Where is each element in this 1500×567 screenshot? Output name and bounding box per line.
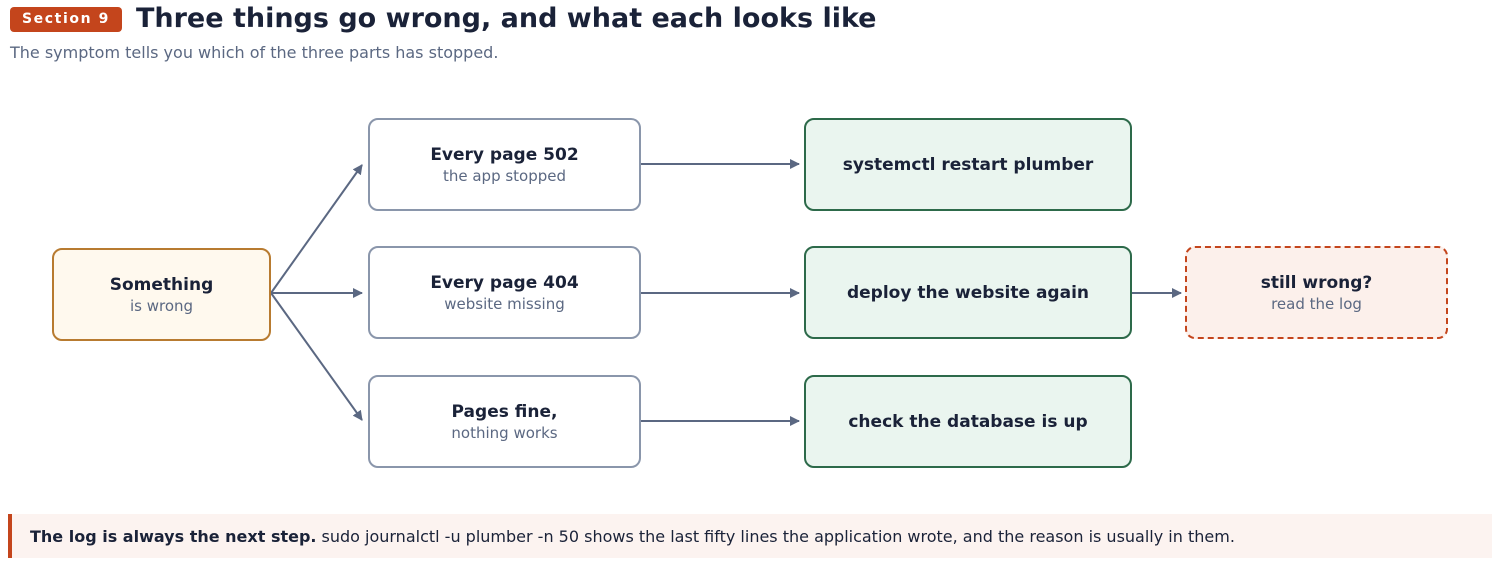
- action-node-database: check the database is up: [804, 375, 1132, 468]
- callout-lead: The log is always the next step.: [30, 526, 317, 546]
- symptom-subtitle: the app stopped: [442, 166, 567, 185]
- page-title: Three things go wrong, and what each loo…: [135, 3, 877, 34]
- section-badge: Section 9: [10, 6, 122, 32]
- symptom-node-404: Every page 404 website missing: [368, 246, 641, 339]
- symptom-node-502: Every page 502 the app stopped: [368, 118, 641, 211]
- section-header: Section 9 Three things go wrong, and wha…: [10, 4, 877, 34]
- action-label: systemctl restart plumber: [842, 154, 1094, 175]
- fallback-node: still wrong? read the log: [1185, 246, 1448, 339]
- symptom-title: Every page 404: [430, 272, 579, 293]
- arrow-start-to-pages-fine: [270, 292, 363, 421]
- symptom-subtitle: nothing works: [451, 423, 558, 442]
- symptom-title: Pages fine,: [451, 401, 558, 422]
- callout-note: The log is always the next step. sudo jo…: [8, 514, 1492, 558]
- page-subtitle: The symptom tells you which of the three…: [10, 43, 499, 62]
- start-node-subtitle: is wrong: [129, 296, 194, 315]
- fallback-subtitle: read the log: [1271, 294, 1362, 313]
- symptom-title: Every page 502: [430, 144, 579, 165]
- action-node-deploy: deploy the website again: [804, 246, 1132, 339]
- start-node-title: Something: [109, 274, 214, 295]
- symptom-node-pages-fine: Pages fine, nothing works: [368, 375, 641, 468]
- action-label: check the database is up: [848, 411, 1088, 432]
- arrow-start-to-502: [270, 164, 363, 294]
- symptom-subtitle: website missing: [444, 294, 565, 313]
- action-node-restart: systemctl restart plumber: [804, 118, 1132, 211]
- fallback-title: still wrong?: [1260, 272, 1373, 293]
- callout-text: sudo journalctl -u plumber -n 50 shows t…: [321, 526, 1235, 546]
- start-node: Something is wrong: [52, 248, 271, 341]
- action-label: deploy the website again: [846, 282, 1090, 303]
